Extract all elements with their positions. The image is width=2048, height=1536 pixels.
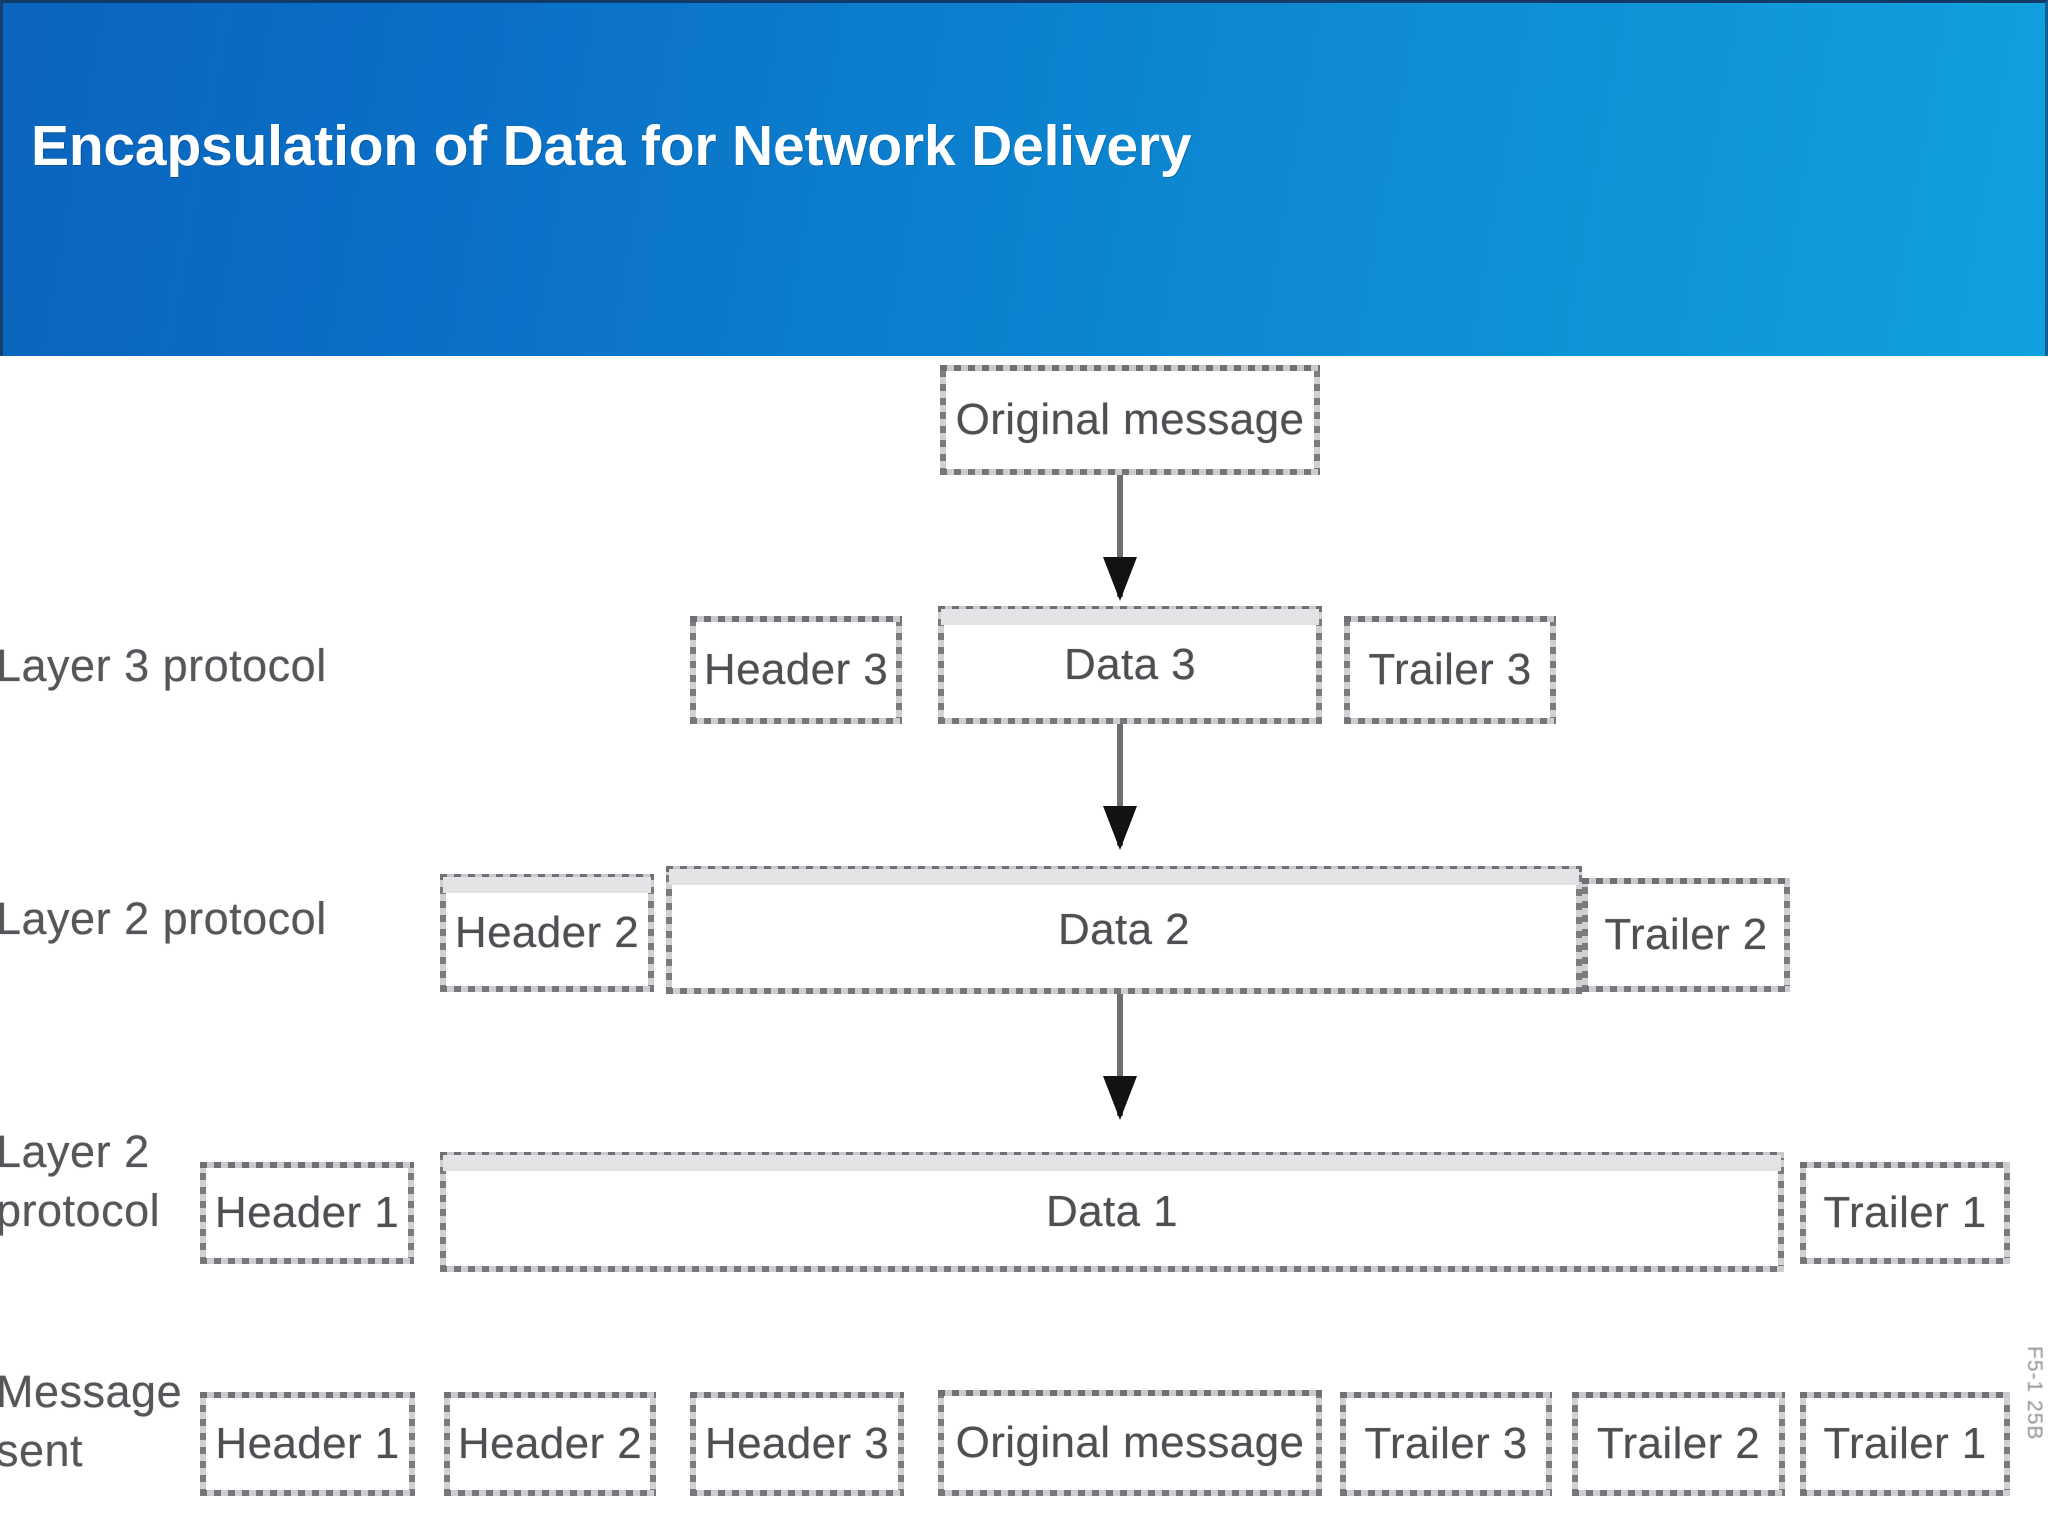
- encapsulation-diagram: Original message Layer 3 protocol Header…: [0, 356, 2048, 1536]
- box-sent-header-1-label: Header 1: [215, 1419, 400, 1468]
- box-sent-original-message-label: Original message: [955, 1418, 1305, 1467]
- box-data-2: Data 2: [666, 866, 1582, 994]
- arrow-layer2-to-layer1: [1103, 994, 1137, 1120]
- box-sent-header-2: Header 2: [444, 1392, 656, 1496]
- box-sent-trailer-3: Trailer 3: [1340, 1392, 1552, 1496]
- box-sent-trailer-1: Trailer 1: [1800, 1392, 2010, 1496]
- box-sent-trailer-2: Trailer 2: [1572, 1392, 1785, 1496]
- box-sent-trailer-2-label: Trailer 2: [1596, 1419, 1761, 1468]
- arrow-head-icon: [1103, 1076, 1137, 1120]
- box-header-3: Header 3: [690, 616, 902, 724]
- box-trailer-1: Trailer 1: [1800, 1162, 2010, 1264]
- box-sent-original-message: Original message: [938, 1390, 1322, 1496]
- row-label-message-sent: Message sent: [0, 1366, 183, 1477]
- box-trailer-2-label: Trailer 2: [1604, 910, 1768, 959]
- box-original-message: Original message: [940, 365, 1320, 475]
- box-header-1: Header 1: [200, 1162, 414, 1264]
- box-header-1-label: Header 1: [214, 1188, 400, 1237]
- box-header-2-label: Header 2: [454, 908, 640, 957]
- box-header-3-label: Header 3: [703, 645, 889, 694]
- box-sent-header-3: Header 3: [690, 1392, 904, 1496]
- box-trailer-2: Trailer 2: [1582, 878, 1790, 992]
- arrow-original-to-layer3: [1103, 475, 1137, 601]
- figure-credit: F5-1 25B: [2023, 1346, 2046, 1441]
- box-data-3: Data 3: [938, 606, 1322, 724]
- box-data-3-label: Data 3: [1063, 640, 1197, 689]
- box-trailer-3: Trailer 3: [1344, 616, 1556, 724]
- box-sent-header-2-label: Header 2: [457, 1419, 643, 1468]
- arrow-head-icon: [1103, 806, 1137, 850]
- box-sent-header-3-label: Header 3: [704, 1419, 890, 1468]
- box-sent-trailer-3-label: Trailer 3: [1364, 1419, 1528, 1468]
- box-data-1-label: Data 1: [1045, 1187, 1179, 1236]
- box-sent-trailer-1-label: Trailer 1: [1823, 1419, 1987, 1468]
- arrow-layer3-to-layer2: [1103, 724, 1137, 850]
- box-trailer-3-label: Trailer 3: [1368, 645, 1532, 694]
- slide-title-banner: Encapsulation of Data for Network Delive…: [0, 0, 2048, 356]
- box-header-2: Header 2: [440, 874, 654, 992]
- row-label-layer2: Layer 2 protocol: [0, 893, 327, 944]
- box-data-1: Data 1: [440, 1152, 1784, 1272]
- box-trailer-1-label: Trailer 1: [1823, 1188, 1987, 1237]
- arrow-head-icon: [1103, 557, 1137, 601]
- row-label-layer3: Layer 3 protocol: [0, 640, 327, 691]
- row-label-layer1: Layer 2 protocol: [0, 1126, 161, 1237]
- page-title: Encapsulation of Data for Network Delive…: [31, 114, 1192, 178]
- box-original-message-label: Original message: [955, 395, 1305, 444]
- box-data-2-label: Data 2: [1057, 905, 1191, 954]
- box-sent-header-1: Header 1: [200, 1392, 415, 1496]
